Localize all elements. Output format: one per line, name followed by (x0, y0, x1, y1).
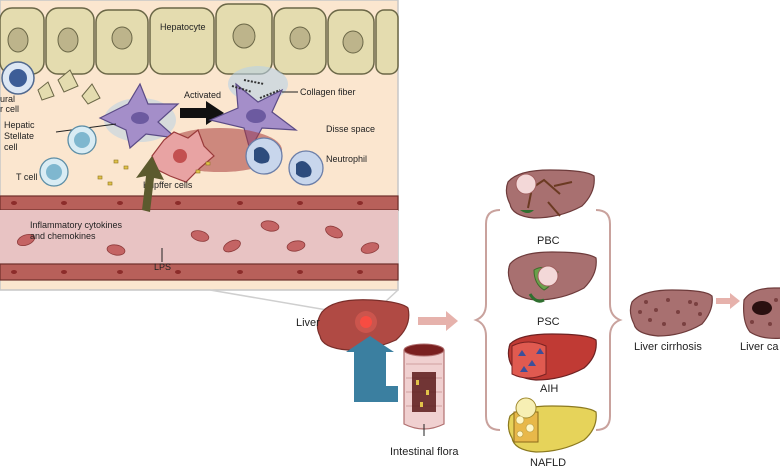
disease-brace-right (595, 209, 623, 431)
neutrophil-cells (245, 137, 324, 186)
gut-liver-arrow (346, 336, 398, 402)
liver-label: Liver (296, 317, 320, 329)
natural-killer-label-line2: r cell (0, 104, 19, 114)
stellate-label-line2: Stellate (4, 131, 34, 141)
sinusoid-vessel (0, 195, 399, 281)
collagen-label: Collagen fiber (300, 87, 356, 97)
psc-liver (507, 251, 597, 303)
stellate-label-line3: cell (4, 142, 18, 152)
cancer-label: Liver ca (740, 341, 779, 353)
stellate-label-line1: Hepatic (4, 120, 35, 130)
inset-panel: Hepatocyte ural r cell Hepatic Stellate … (0, 0, 399, 317)
stellate-cell-quiescent (98, 82, 180, 150)
cirrhosis-liver (629, 289, 713, 337)
damaged-hepatocyte (37, 69, 101, 105)
t-cell-label: T cell (16, 172, 37, 182)
intestinal-flora-label: Intestinal flora (390, 446, 459, 458)
t-cells (39, 125, 97, 187)
natural-killer-label-line1: ural (0, 94, 15, 104)
cytokines-label-line2: and chemokines (30, 231, 96, 241)
activated-label: Activated (184, 90, 221, 100)
liver-cancer (743, 287, 780, 339)
kupffer-label: Kupffer cells (143, 180, 193, 190)
liver-organ (316, 299, 410, 351)
hepatocyte-row (0, 3, 399, 75)
nafld-label: NAFLD (530, 457, 566, 469)
cytokine-arrow (136, 156, 164, 212)
psc-label: PSC (537, 316, 560, 328)
disse-space-label: Disse space (326, 124, 375, 134)
lps-label: LPS (154, 262, 171, 272)
cytokines-label: Inflammatory cytokines and chemokines (30, 220, 125, 241)
pbc-label: PBC (537, 235, 560, 247)
cytokines-label-line1: Inflammatory cytokines (30, 220, 123, 230)
pbc-liver (505, 169, 595, 219)
intestine-segment (403, 343, 445, 436)
aih-label: AIH (540, 383, 558, 395)
disease-brace-left (473, 209, 501, 431)
natural-killer-cell (1, 61, 35, 95)
stellate-label: Hepatic Stellate cell (4, 120, 37, 152)
hepatocyte-label: Hepatocyte (160, 22, 206, 32)
cirrhosis-to-cancer-arrow (716, 293, 740, 309)
liver-to-disease-arrow (418, 311, 458, 331)
cirrhosis-label: Liver cirrhosis (634, 341, 702, 353)
neutrophil-label: Neutrophil (326, 154, 367, 164)
natural-killer-label: ural r cell (0, 94, 19, 114)
nafld-liver (507, 397, 597, 453)
aih-liver (507, 333, 597, 381)
stellate-cell-activated (208, 66, 298, 152)
